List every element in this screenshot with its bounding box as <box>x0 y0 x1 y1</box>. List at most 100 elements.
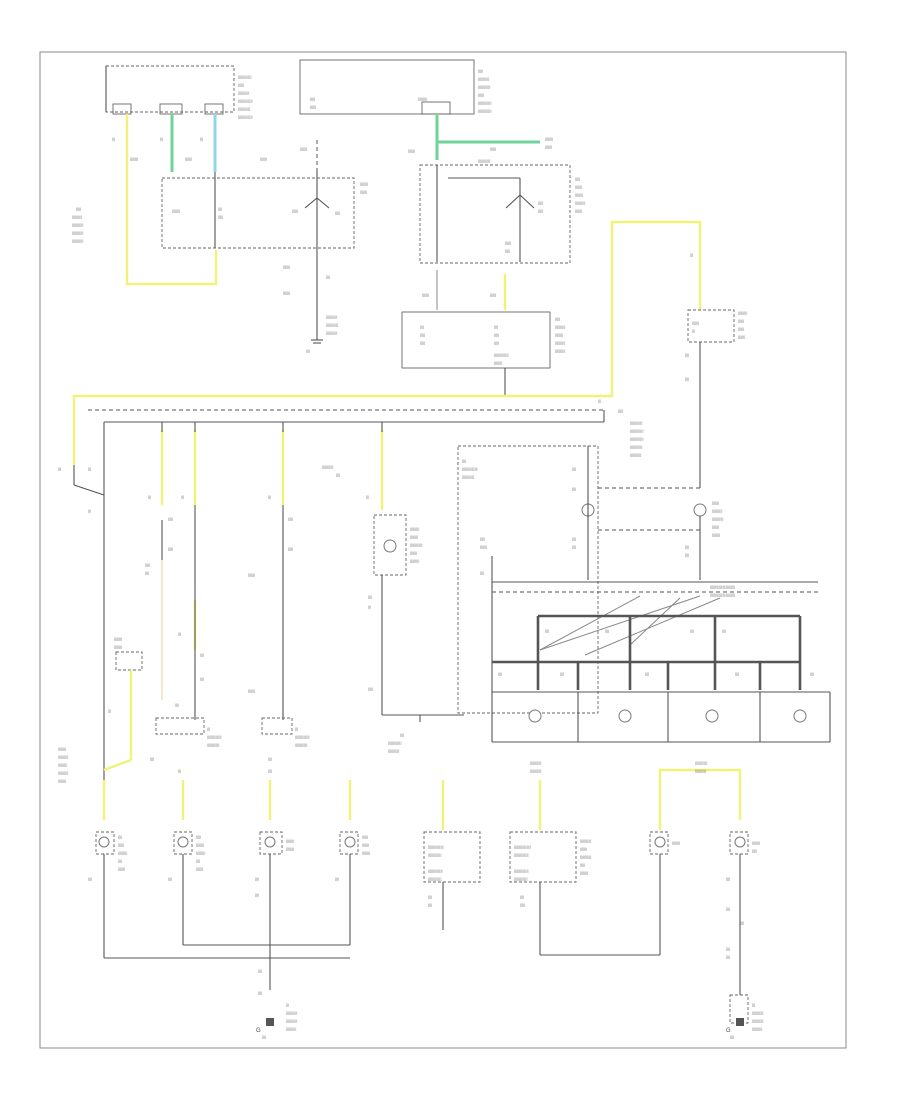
svg-text:||||||||: |||||||| <box>360 181 368 186</box>
svg-text:||||||||||||: |||||||||||| <box>326 322 338 327</box>
svg-text:|||||||: ||||||| <box>283 264 290 269</box>
svg-text:||||||: |||||| <box>490 292 496 297</box>
svg-text:|||||||||||: ||||||||||| <box>712 516 723 521</box>
svg-text:||||: |||| <box>118 858 122 863</box>
svg-text:||||||||: |||||||| <box>555 332 563 337</box>
svg-text:|||||||||||: ||||||||||| <box>752 1010 763 1015</box>
bottom-lamps-section: ||||||||||| ||||||||||| |||||||||||| |||… <box>88 760 763 1039</box>
svg-text:|||||||||||: ||||||||||| <box>72 238 83 243</box>
svg-text:||||: |||| <box>200 676 204 681</box>
svg-text:|||||||: ||||||| <box>196 866 203 871</box>
svg-text:|||||: ||||| <box>310 96 315 101</box>
svg-text:||||: |||| <box>196 858 200 863</box>
svg-text:||||: |||| <box>118 834 122 839</box>
svg-text:||||: |||| <box>726 954 730 959</box>
svg-text:||||||||: |||||||| <box>58 746 66 751</box>
svg-text:|||||||||||||||: ||||||||||||||| <box>428 844 444 849</box>
svg-text:||||||||||||||: |||||||||||||| <box>494 352 509 357</box>
svg-text:||||: |||| <box>810 671 814 676</box>
svg-text:||||: |||| <box>168 876 172 881</box>
svg-text:||||: |||| <box>480 570 484 575</box>
svg-text:||||||: |||||| <box>362 834 368 839</box>
svg-text:||||: |||| <box>605 628 609 633</box>
svg-text:||||||||: |||||||| <box>752 840 760 845</box>
svg-text:|||||: ||||| <box>538 200 543 205</box>
svg-text:|||||||: ||||||| <box>575 184 582 189</box>
svg-text:|||||||: ||||||| <box>185 156 192 161</box>
svg-text:||||: |||| <box>145 570 149 575</box>
svg-text:|||||||||||||: ||||||||||||| <box>428 876 442 881</box>
svg-text:||||: |||| <box>428 894 432 899</box>
svg-text:|||||||||||||: ||||||||||||| <box>388 740 402 745</box>
svg-text:||||||: |||||| <box>238 82 244 87</box>
svg-text:|||||: ||||| <box>575 176 580 181</box>
svg-text:||||||||||||||: |||||||||||||| <box>514 868 529 873</box>
svg-text:|||||||: ||||||| <box>480 544 487 549</box>
svg-text:||||||: |||||| <box>118 842 124 847</box>
svg-text:||||||||: |||||||| <box>575 192 583 197</box>
svg-text:|||||||||||: ||||||||||| <box>530 760 541 765</box>
svg-text:||||: |||| <box>200 652 204 657</box>
svg-text:||||||||: |||||||| <box>58 778 66 783</box>
svg-text:||||||||||: |||||||||| <box>555 340 565 345</box>
svg-text:||||||: |||||| <box>478 92 484 97</box>
svg-text:||||: |||| <box>722 628 726 633</box>
svg-text:|||||||||||: ||||||||||| <box>388 748 399 753</box>
svg-text:||||: |||| <box>498 671 502 676</box>
svg-text:||||||||||||: |||||||||||| <box>238 106 250 111</box>
svg-text:|||||: ||||| <box>618 408 623 413</box>
svg-text:|||||||||||||: ||||||||||||| <box>478 100 492 105</box>
svg-text:||||||||: |||||||| <box>286 846 294 851</box>
svg-text:|||: ||| <box>752 1002 755 1007</box>
svg-text:||||: |||| <box>258 968 262 973</box>
svg-text:|||||||||||||: ||||||||||||| <box>514 876 528 881</box>
svg-text:||||: |||| <box>690 628 694 633</box>
svg-text:|||: ||| <box>598 398 601 403</box>
svg-text:|||||||||||: ||||||||||| <box>478 76 489 81</box>
svg-text:|||: ||| <box>178 631 181 636</box>
svg-text:||||||||||||: |||||||||||| <box>410 542 422 547</box>
svg-text:||||||||||||||||||||||||: |||||||||||||||||||||||| <box>710 592 735 597</box>
svg-text:|||: ||| <box>200 136 203 141</box>
svg-text:||||||||||: |||||||||| <box>58 754 68 759</box>
svg-text:||||: |||| <box>368 594 372 599</box>
svg-text:||||||||: |||||||| <box>494 360 502 365</box>
svg-text:|||||||: ||||||| <box>580 846 587 851</box>
svg-text:|||||||||||: ||||||||||| <box>286 1018 297 1023</box>
svg-text:|||||: ||||| <box>555 316 560 321</box>
diagram-frame <box>39 51 847 1049</box>
svg-text:|||||: ||||| <box>168 546 173 551</box>
svg-text:||||||||||: |||||||||| <box>72 214 82 219</box>
svg-text:||||: |||| <box>218 206 222 211</box>
svg-text:|||||||: ||||||| <box>408 148 415 153</box>
svg-text:||||||||: |||||||| <box>580 870 588 875</box>
svg-text:||||: |||| <box>730 1034 734 1039</box>
svg-text:|||||: ||||| <box>420 340 425 345</box>
svg-text:||||||||||||: |||||||||||| <box>630 444 642 449</box>
svg-text:||||||: |||||| <box>738 326 744 331</box>
svg-text:||||||||: |||||||| <box>286 838 294 843</box>
svg-text:|||||||: ||||||| <box>692 320 699 325</box>
svg-text:|||||||||: ||||||||| <box>58 762 67 767</box>
svg-text:||||||||||||: |||||||||||| <box>462 474 474 479</box>
svg-text:|||||||||||: ||||||||||| <box>630 452 641 457</box>
svg-text:||||: |||| <box>740 920 744 925</box>
svg-text:||||: |||| <box>572 466 576 471</box>
svg-text:||||||: |||||| <box>292 208 298 213</box>
svg-text:|||||: ||||| <box>288 516 293 521</box>
svg-text:|||||||||||||||: ||||||||||||||| <box>462 466 478 471</box>
svg-text:||||: |||| <box>255 876 259 881</box>
svg-text:|||||: ||||| <box>288 546 293 551</box>
svg-text:||||: |||| <box>494 324 498 329</box>
svg-text:|||||||: ||||||| <box>422 292 429 297</box>
svg-text:||||||||||||||: |||||||||||||| <box>207 734 222 739</box>
svg-text:||||||||: |||||||| <box>712 532 720 537</box>
svg-text:|||||||: ||||||| <box>260 156 267 161</box>
svg-text:||||||||||||||||: |||||||||||||||| <box>514 844 531 849</box>
svg-text:|||: ||| <box>295 726 298 731</box>
svg-text:||||||: |||||| <box>490 146 496 151</box>
svg-text:|||: ||| <box>88 508 91 513</box>
svg-text:|||||||: ||||||| <box>410 550 417 555</box>
svg-text:|||: ||| <box>268 494 271 499</box>
svg-text:||||||: |||||| <box>310 104 316 109</box>
